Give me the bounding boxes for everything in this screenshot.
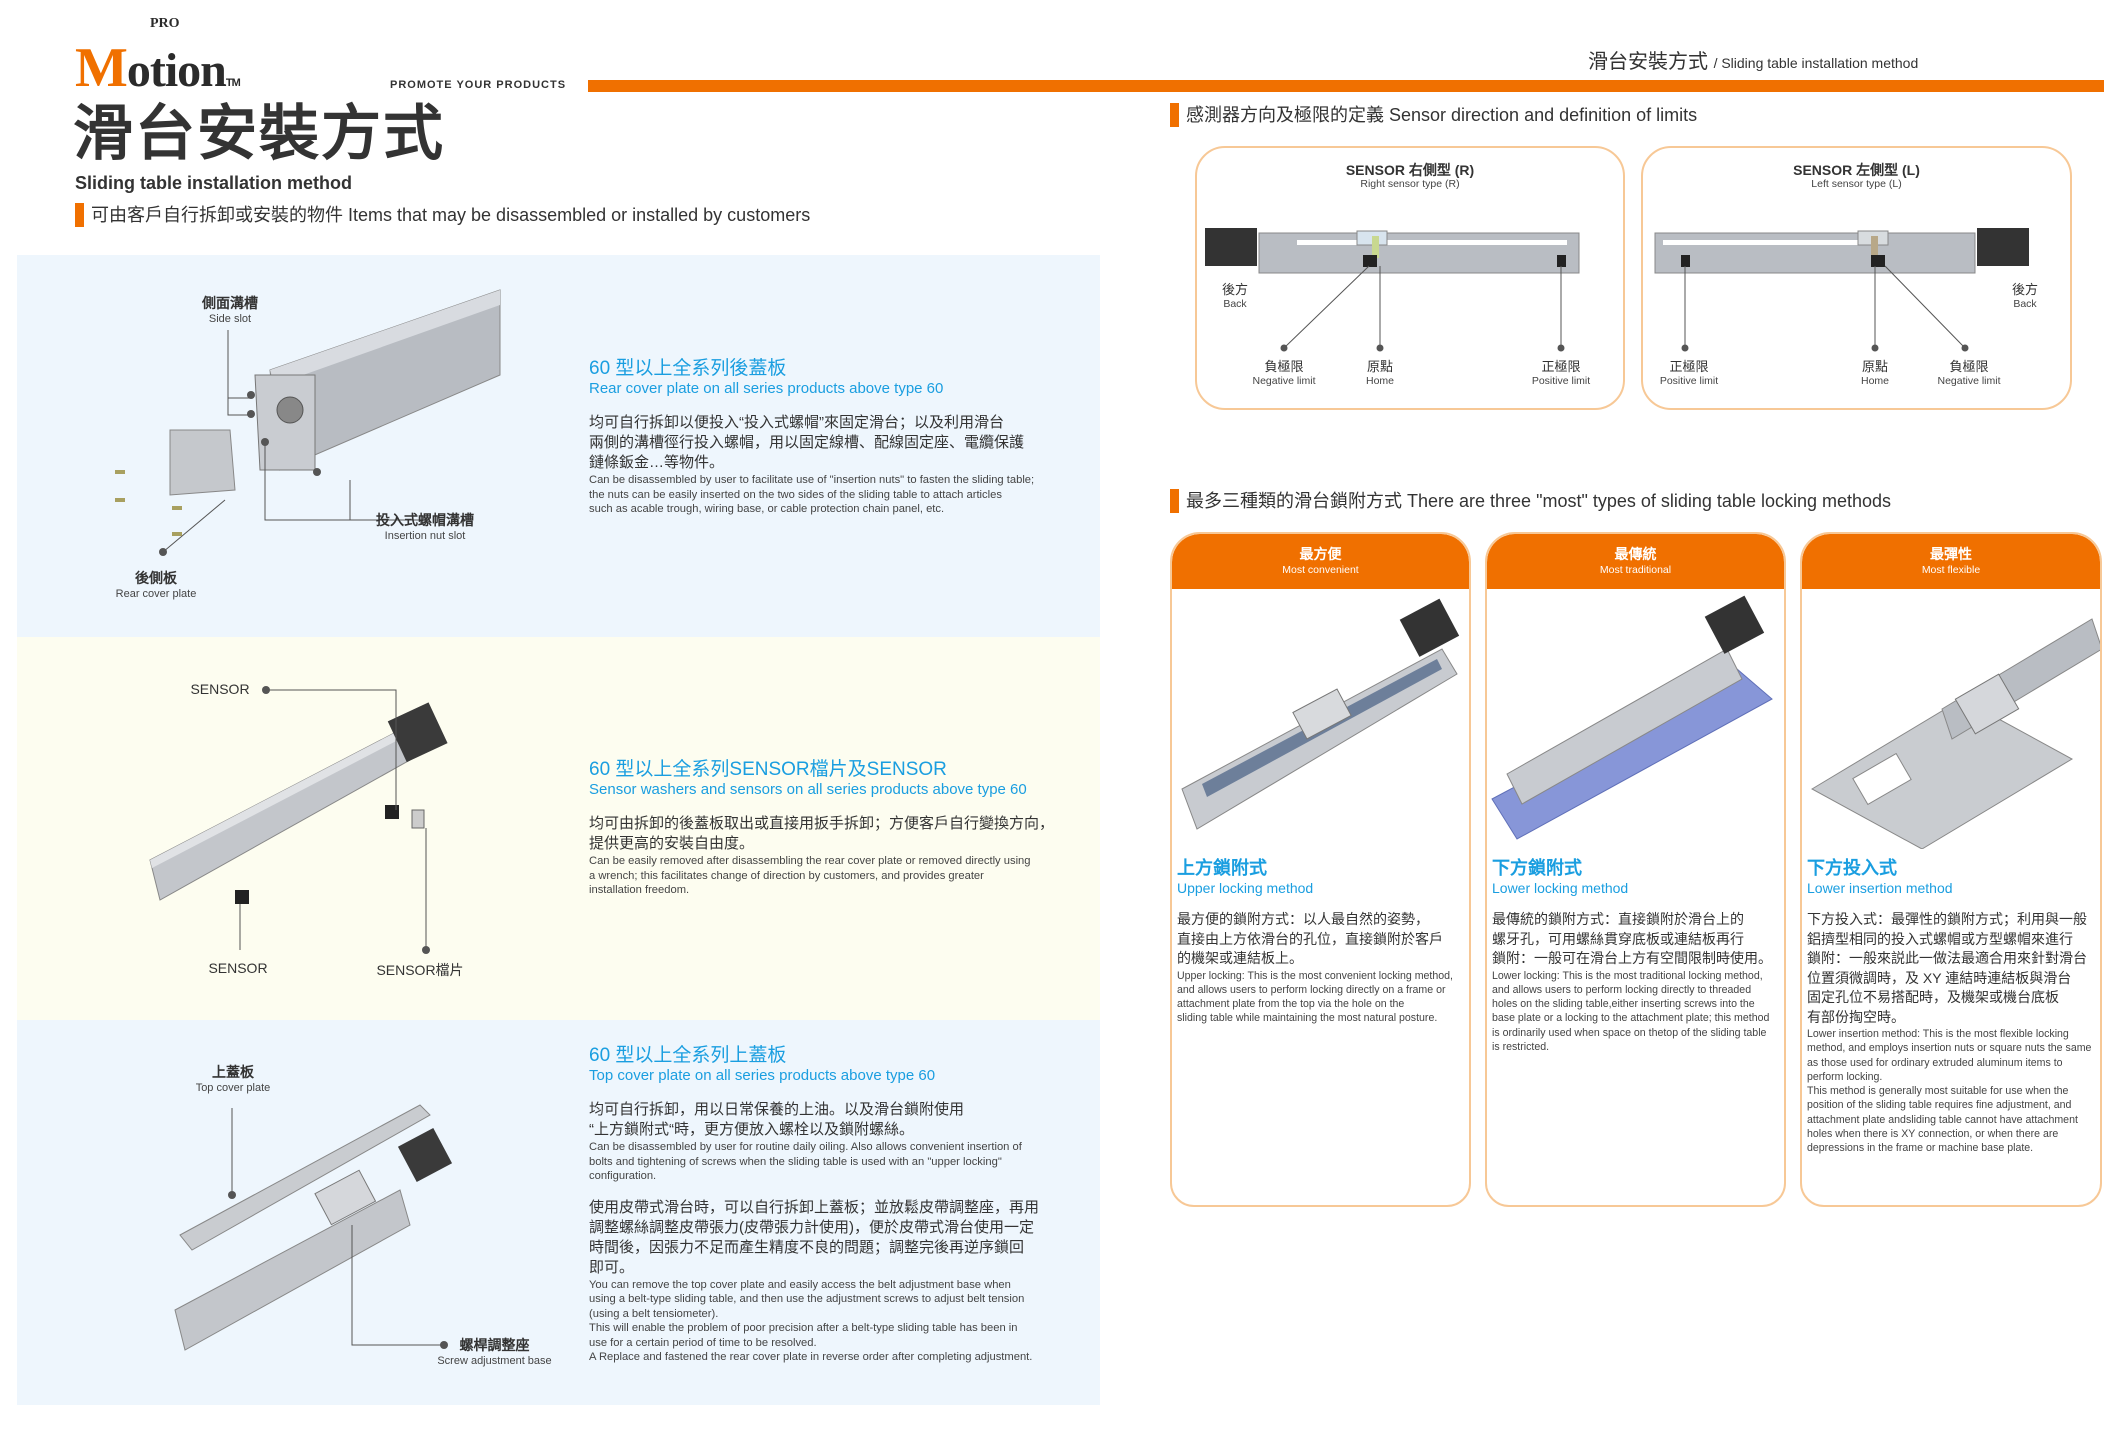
promotion-logo: MotionTM (75, 37, 241, 99)
tagline: PROMOTE YOUR PRODUCTS (390, 79, 567, 91)
label-sensor-top: SENSOR (190, 681, 250, 697)
lower-insertion-image (1810, 618, 2100, 850)
panel-sensor (17, 637, 1100, 1020)
sensor-diagram (149, 686, 448, 954)
panel-sensor-text: 60 型以上全系列SENSOR檔片及SENSOR Sensor washers … (589, 759, 1055, 896)
panel-rear-cover-text: 60 型以上全系列後蓋板 Rear cover plate on all ser… (589, 358, 1035, 515)
top-cover-diagram (174, 1104, 453, 1351)
left-sensor-rail-diagram (1654, 228, 2029, 352)
page-subtitle: Sliding table installation method (75, 173, 353, 193)
page-title: 滑台安裝方式 (73, 100, 445, 167)
label-sensor-bottom: SENSOR (208, 960, 268, 976)
section-heading-sensor: 感測器方向及極限的定義 Sensor direction and definit… (1170, 103, 1697, 127)
panel-top-cover-text: 60 型以上全系列上蓋板 Top cover plate on all seri… (589, 1045, 1040, 1363)
lower-locking-image (1491, 595, 1773, 840)
label-sensor-washer: SENSOR檔片 (376, 962, 464, 978)
rear-cover-diagram (115, 289, 501, 556)
section-heading-items: 可由客戶自行拆卸或安裝的物件 Items that may be disasse… (75, 203, 810, 227)
logo-pro-mark: PRO (150, 16, 180, 31)
section-heading-locking: 最多三種類的滑台鎖附方式 There are three "most" type… (1170, 489, 1891, 513)
right-page-header: 滑台安裝方式 / Sliding table installation meth… (1588, 51, 1919, 73)
upper-locking-image (1181, 598, 1460, 830)
orange-header-bar (588, 80, 2104, 92)
right-sensor-rail-diagram (1205, 228, 1580, 352)
